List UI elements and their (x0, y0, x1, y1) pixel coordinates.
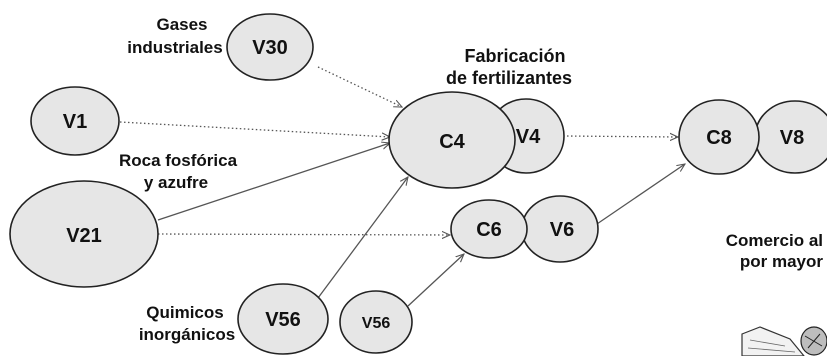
node-v21: V21 (9, 180, 159, 288)
node-v4-label: V4 (516, 126, 541, 148)
annot-comercio-line2: por mayor (740, 252, 824, 271)
node-v30-label: V30 (252, 37, 288, 59)
annot-roca-line1: Roca fosfórica (119, 151, 238, 170)
node-c4: C4 (388, 91, 516, 189)
node-c6-label: C6 (476, 219, 502, 241)
node-v8: V8 (754, 100, 827, 174)
annot-gases-line2: industriales (127, 38, 222, 57)
node-v56-a-label: V56 (265, 309, 301, 331)
node-v8-label: V8 (780, 127, 804, 149)
edge-v56b-c6 (407, 254, 464, 307)
annot-fabricacion-line1: Fabricación (464, 46, 565, 66)
edge-v6-c8 (593, 164, 685, 227)
node-c6: C6 (450, 199, 528, 259)
node-v21-label: V21 (66, 225, 102, 247)
node-v6-label: V6 (550, 219, 574, 241)
node-v56-b-label: V56 (362, 315, 391, 332)
node-v1-label: V1 (63, 111, 87, 133)
node-c8: C8 (678, 99, 760, 175)
decorative-clipart (741, 326, 827, 356)
node-c4-label: C4 (439, 131, 465, 153)
node-v6: V6 (521, 195, 599, 263)
edge-v4-c8 (562, 136, 678, 137)
annot-gases-line1: Gases (156, 15, 207, 34)
edge-v21-c6 (157, 234, 450, 235)
node-v1: V1 (30, 86, 120, 156)
annot-quimicos-line1: Quimicos (146, 303, 223, 322)
edge-v1-c4 (119, 121, 390, 137)
node-v56-b: V56 (339, 290, 413, 354)
edge-v56a-c4 (317, 177, 408, 299)
annot-comercio-line1: Comercio al (726, 231, 823, 250)
edge-v21-c4 (157, 143, 390, 221)
node-v56-a: V56 (237, 283, 329, 355)
node-c8-label: C8 (706, 127, 732, 149)
annot-quimicos-line2: inorgánicos (139, 325, 235, 344)
node-v30: V30 (226, 13, 314, 81)
annot-fabricacion-line2: de fertilizantes (446, 68, 572, 88)
edge-v30-c4 (317, 66, 402, 108)
annot-roca-line2: y azufre (144, 173, 208, 192)
